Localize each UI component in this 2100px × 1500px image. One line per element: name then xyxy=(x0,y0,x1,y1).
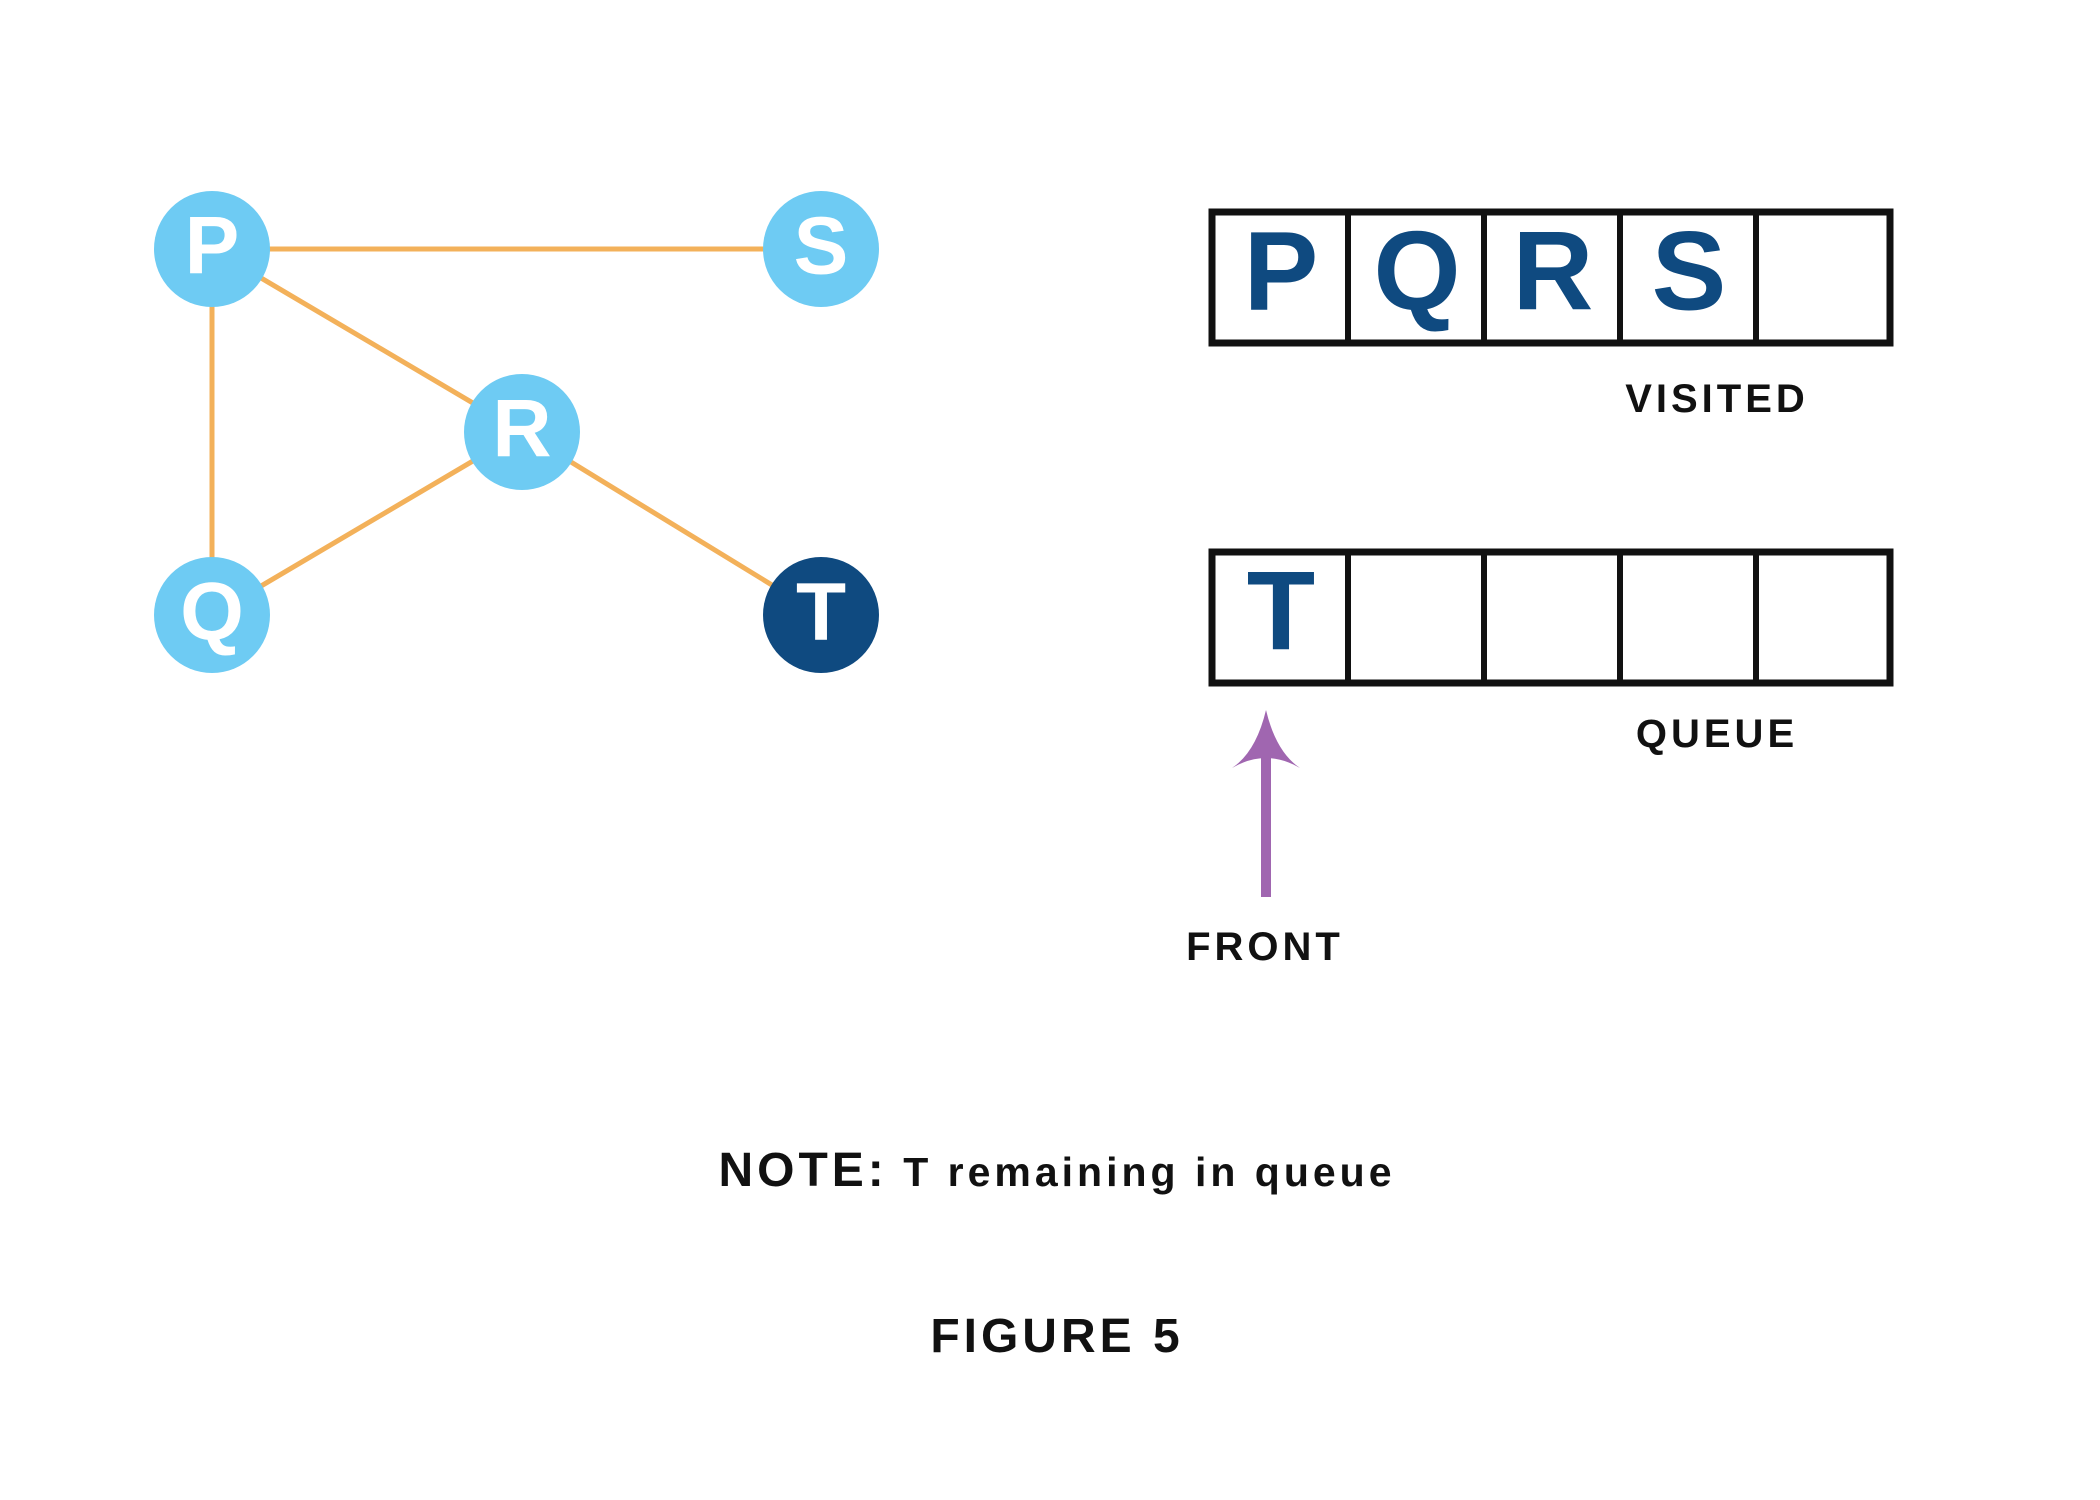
node-s-label: S xyxy=(794,201,849,292)
node-s-circle xyxy=(763,191,879,307)
figure-caption: FIGURE 5 xyxy=(930,1310,1183,1363)
graph-nodes: P S R Q T xyxy=(154,191,879,673)
node-p-circle xyxy=(154,191,270,307)
visited-cell-2: Q xyxy=(1373,209,1460,334)
edge-r-q xyxy=(209,429,525,618)
note-body: T remaining in queue xyxy=(888,1149,1396,1195)
node-p-label: P xyxy=(185,201,240,292)
arrow-head-icon xyxy=(1232,710,1300,768)
node-s: S xyxy=(763,191,879,307)
visited-array-frame xyxy=(1208,208,1894,347)
node-q: Q xyxy=(154,557,270,673)
node-r: R xyxy=(464,374,580,490)
edge-p-r xyxy=(209,246,525,435)
node-t: T xyxy=(763,557,879,673)
note-text: NOTE: T remaining in queue xyxy=(718,1144,1395,1197)
visited-cell-4: S xyxy=(1652,209,1727,334)
visited-array: P Q R S VISITED xyxy=(1208,208,1894,421)
graph: P S R Q T xyxy=(154,191,879,673)
node-t-label: T xyxy=(796,567,846,658)
node-q-label: Q xyxy=(180,567,244,658)
node-r-circle xyxy=(464,374,580,490)
visited-label: VISITED xyxy=(1625,377,1809,421)
queue-array-frame xyxy=(1208,548,1894,687)
node-q-circle xyxy=(154,557,270,673)
queue-cell-1: T xyxy=(1247,549,1315,674)
visited-cell-3: R xyxy=(1513,209,1594,334)
front-pointer: FRONT xyxy=(1186,710,1344,969)
queue-label: QUEUE xyxy=(1636,712,1798,756)
node-p: P xyxy=(154,191,270,307)
visited-cell-1: P xyxy=(1244,209,1319,334)
node-t-circle xyxy=(763,557,879,673)
front-label: FRONT xyxy=(1186,925,1344,969)
edge-r-t xyxy=(519,429,824,618)
node-r-label: R xyxy=(492,384,551,475)
queue-array: T QUEUE xyxy=(1208,548,1894,756)
note-prefix: NOTE: xyxy=(718,1144,887,1197)
graph-edges xyxy=(209,246,824,618)
